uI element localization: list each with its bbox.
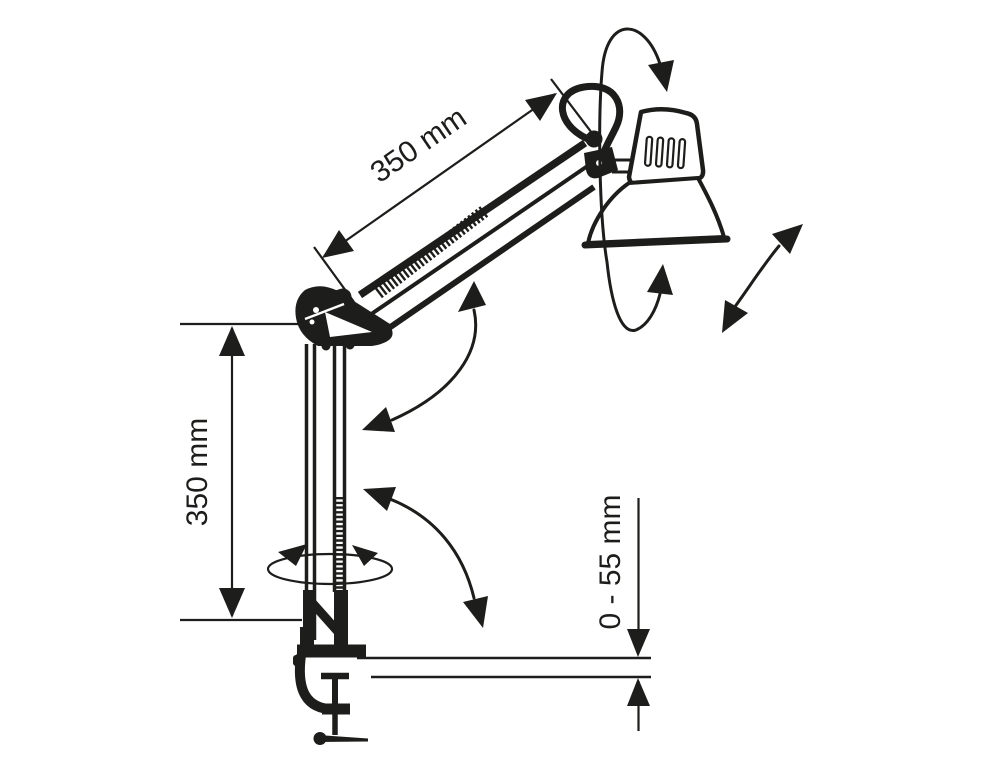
rotation-ellipse	[266, 552, 394, 586]
vent-slot	[676, 138, 687, 170]
clamp-back	[294, 654, 329, 714]
base-post	[334, 590, 348, 650]
dimension-arrow-icon	[219, 588, 245, 618]
swing-arrow-icon	[363, 487, 396, 511]
head-rotation-arrow	[598, 27, 674, 332]
lamp-head	[581, 107, 731, 249]
arm-swing-arrow	[363, 487, 488, 628]
elbow-pivot-arrow	[362, 281, 486, 432]
dimension-arrow-icon	[627, 629, 650, 657]
rotation-arrow-icon	[352, 545, 378, 566]
rivet	[309, 319, 315, 325]
upper-arm-dimension-label: 350 mm	[365, 101, 473, 190]
elbow-joint	[295, 286, 393, 351]
dimension-lower-arm: 350 mm	[180, 322, 306, 622]
tilt-arrow-icon	[772, 224, 803, 254]
elbow-seam	[304, 302, 345, 321]
shade-tilt-arrow	[722, 224, 803, 333]
lower-arm-dimension-label: 350 mm	[181, 418, 214, 526]
pivot-arrow-icon	[458, 281, 486, 312]
dimension-line	[323, 93, 556, 257]
pivot-arrow-icon	[362, 407, 395, 432]
rotation-arc	[598, 27, 662, 332]
extension-line	[550, 78, 599, 142]
upper-arm-rail	[365, 163, 591, 319]
vent-slots	[643, 135, 687, 170]
adjustment-loop	[558, 82, 624, 167]
pivot-pin	[345, 340, 355, 350]
lamp-cap	[626, 107, 706, 188]
rotation-arrow-icon	[647, 264, 673, 295]
dimension-arrow-icon	[322, 230, 354, 258]
tension-spring	[374, 204, 490, 299]
dimension-upper-arm: 350 mm	[313, 78, 599, 303]
rivet	[313, 307, 319, 313]
tilt-arc	[732, 244, 781, 310]
handle-ball	[313, 732, 327, 745]
vent-slot	[643, 135, 654, 167]
elbow-cutout	[325, 312, 372, 337]
swing-arc	[388, 497, 476, 600]
tilt-arrow-icon	[722, 300, 748, 333]
vent-slot	[665, 137, 676, 169]
upper-arm	[357, 139, 596, 342]
table-surface-lines	[357, 656, 651, 679]
dimension-clamp-range: 0 - 55 mm	[594, 494, 650, 731]
pivot-pin	[321, 341, 331, 351]
base-bracket	[303, 590, 315, 632]
upper-arm-rail	[371, 184, 596, 342]
rotation-arrow-icon	[648, 60, 674, 92]
dimension-arrow-icon	[525, 93, 557, 121]
upper-arm-rail	[357, 139, 588, 299]
table-clamp	[293, 590, 368, 745]
swing-arrow-icon	[463, 596, 488, 628]
rotation-arrow-icon	[278, 544, 307, 566]
elbow-cap	[302, 288, 352, 316]
lamp-shade	[586, 176, 726, 245]
vent-slot	[654, 136, 665, 168]
dimension-arrow-icon	[627, 678, 650, 706]
clamp-range-dimension-label: 0 - 55 mm	[594, 494, 627, 629]
dimension-arrow-icon	[219, 326, 245, 356]
pivot-arc	[390, 308, 478, 422]
shade-rim	[581, 235, 731, 249]
clamp-screw-handle	[318, 735, 368, 742]
base-rotation-arrow	[266, 544, 394, 586]
